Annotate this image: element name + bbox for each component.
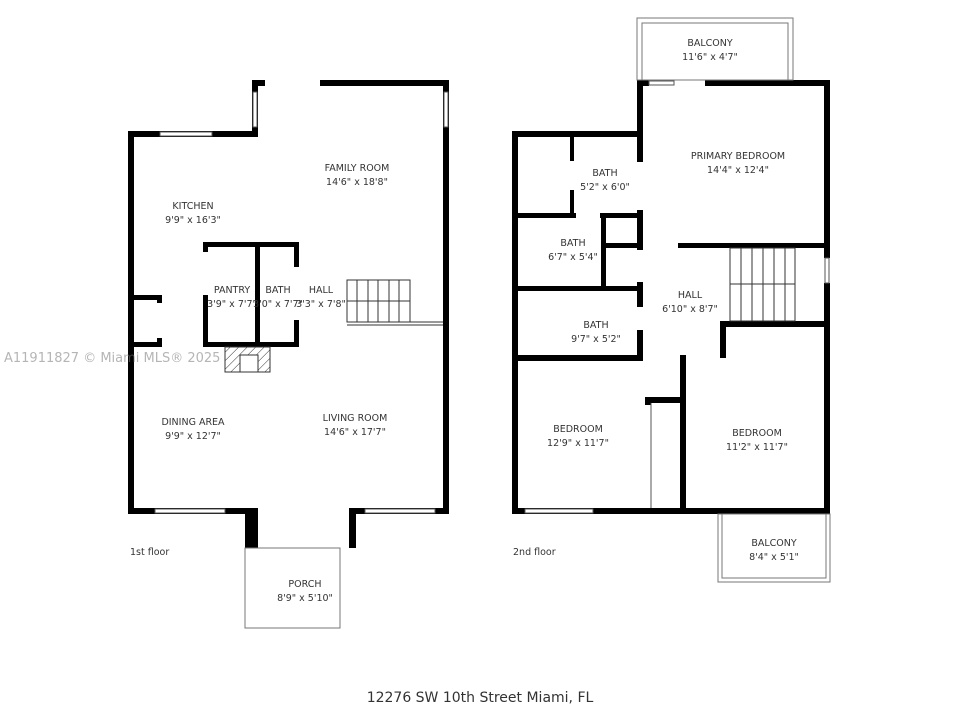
first-floor-stairs <box>346 279 443 326</box>
balcony-outlines <box>636 17 831 583</box>
porch-outline <box>244 547 341 629</box>
first-floor-walls <box>128 80 449 548</box>
second-floor-walls <box>512 80 830 514</box>
floor-caption-2nd: 2nd floor <box>513 547 556 558</box>
first-floor-windows <box>154 91 449 514</box>
floor-caption-1st: 1st floor <box>130 547 170 558</box>
second-floor-stairs <box>729 247 796 322</box>
watermark: A11911827 © Miami MLS® 2025 <box>4 351 221 366</box>
property-address: 12276 SW 10th Street Miami, FL <box>366 690 594 706</box>
fireplace <box>224 346 271 373</box>
second-floor-windows <box>524 80 830 514</box>
